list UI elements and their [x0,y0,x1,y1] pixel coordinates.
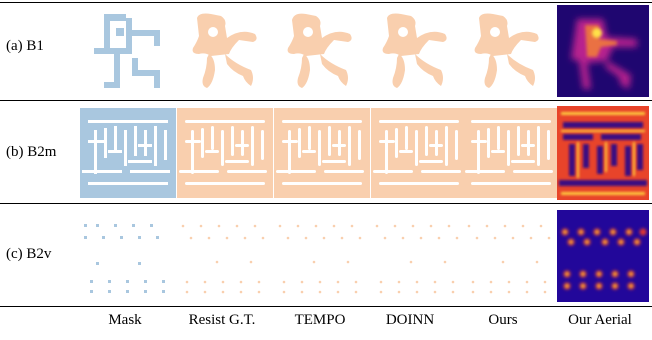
row-label-b1: (a) B1 [6,38,44,54]
b2v-aerial-image [557,210,649,302]
top-rule [0,2,652,3]
b2v-doinn-image [375,224,459,294]
b2v-resist-gt-image [181,224,265,294]
b1-doinn-image [382,13,447,88]
b2m-doinn-image [371,108,467,198]
b2m-aerial-image [557,106,649,200]
b2v-ours-image [467,224,551,294]
row-separator-1 [0,100,652,101]
b2m-resist-gt-image [177,108,273,198]
b1-ours-image [474,13,539,88]
col-label-doinn: DOINN [385,312,435,328]
b1-resist-gt-image [192,13,257,88]
col-label-mask: Mask [108,312,142,328]
b2m-ours-image [463,108,559,198]
row-label-b2v: (c) B2v [6,246,52,262]
col-label-tempo: TEMPO [294,312,346,328]
col-label-ours: Ours [488,312,518,328]
bottom-rule [0,306,652,307]
b2m-mask-image [80,108,176,198]
b2v-mask-image [84,224,165,293]
col-label-resist-gt: Resist G.T. [188,312,256,328]
col-label-our-aerial: Our Aerial [568,312,632,328]
b1-aerial-image [557,5,649,97]
b2v-tempo-image [278,224,362,294]
b2m-tempo-image [274,108,370,198]
b1-tempo-image [287,13,352,88]
row-separator-2 [0,203,652,204]
row-label-b2m: (b) B2m [6,144,57,160]
b1-mask-image [94,14,160,88]
